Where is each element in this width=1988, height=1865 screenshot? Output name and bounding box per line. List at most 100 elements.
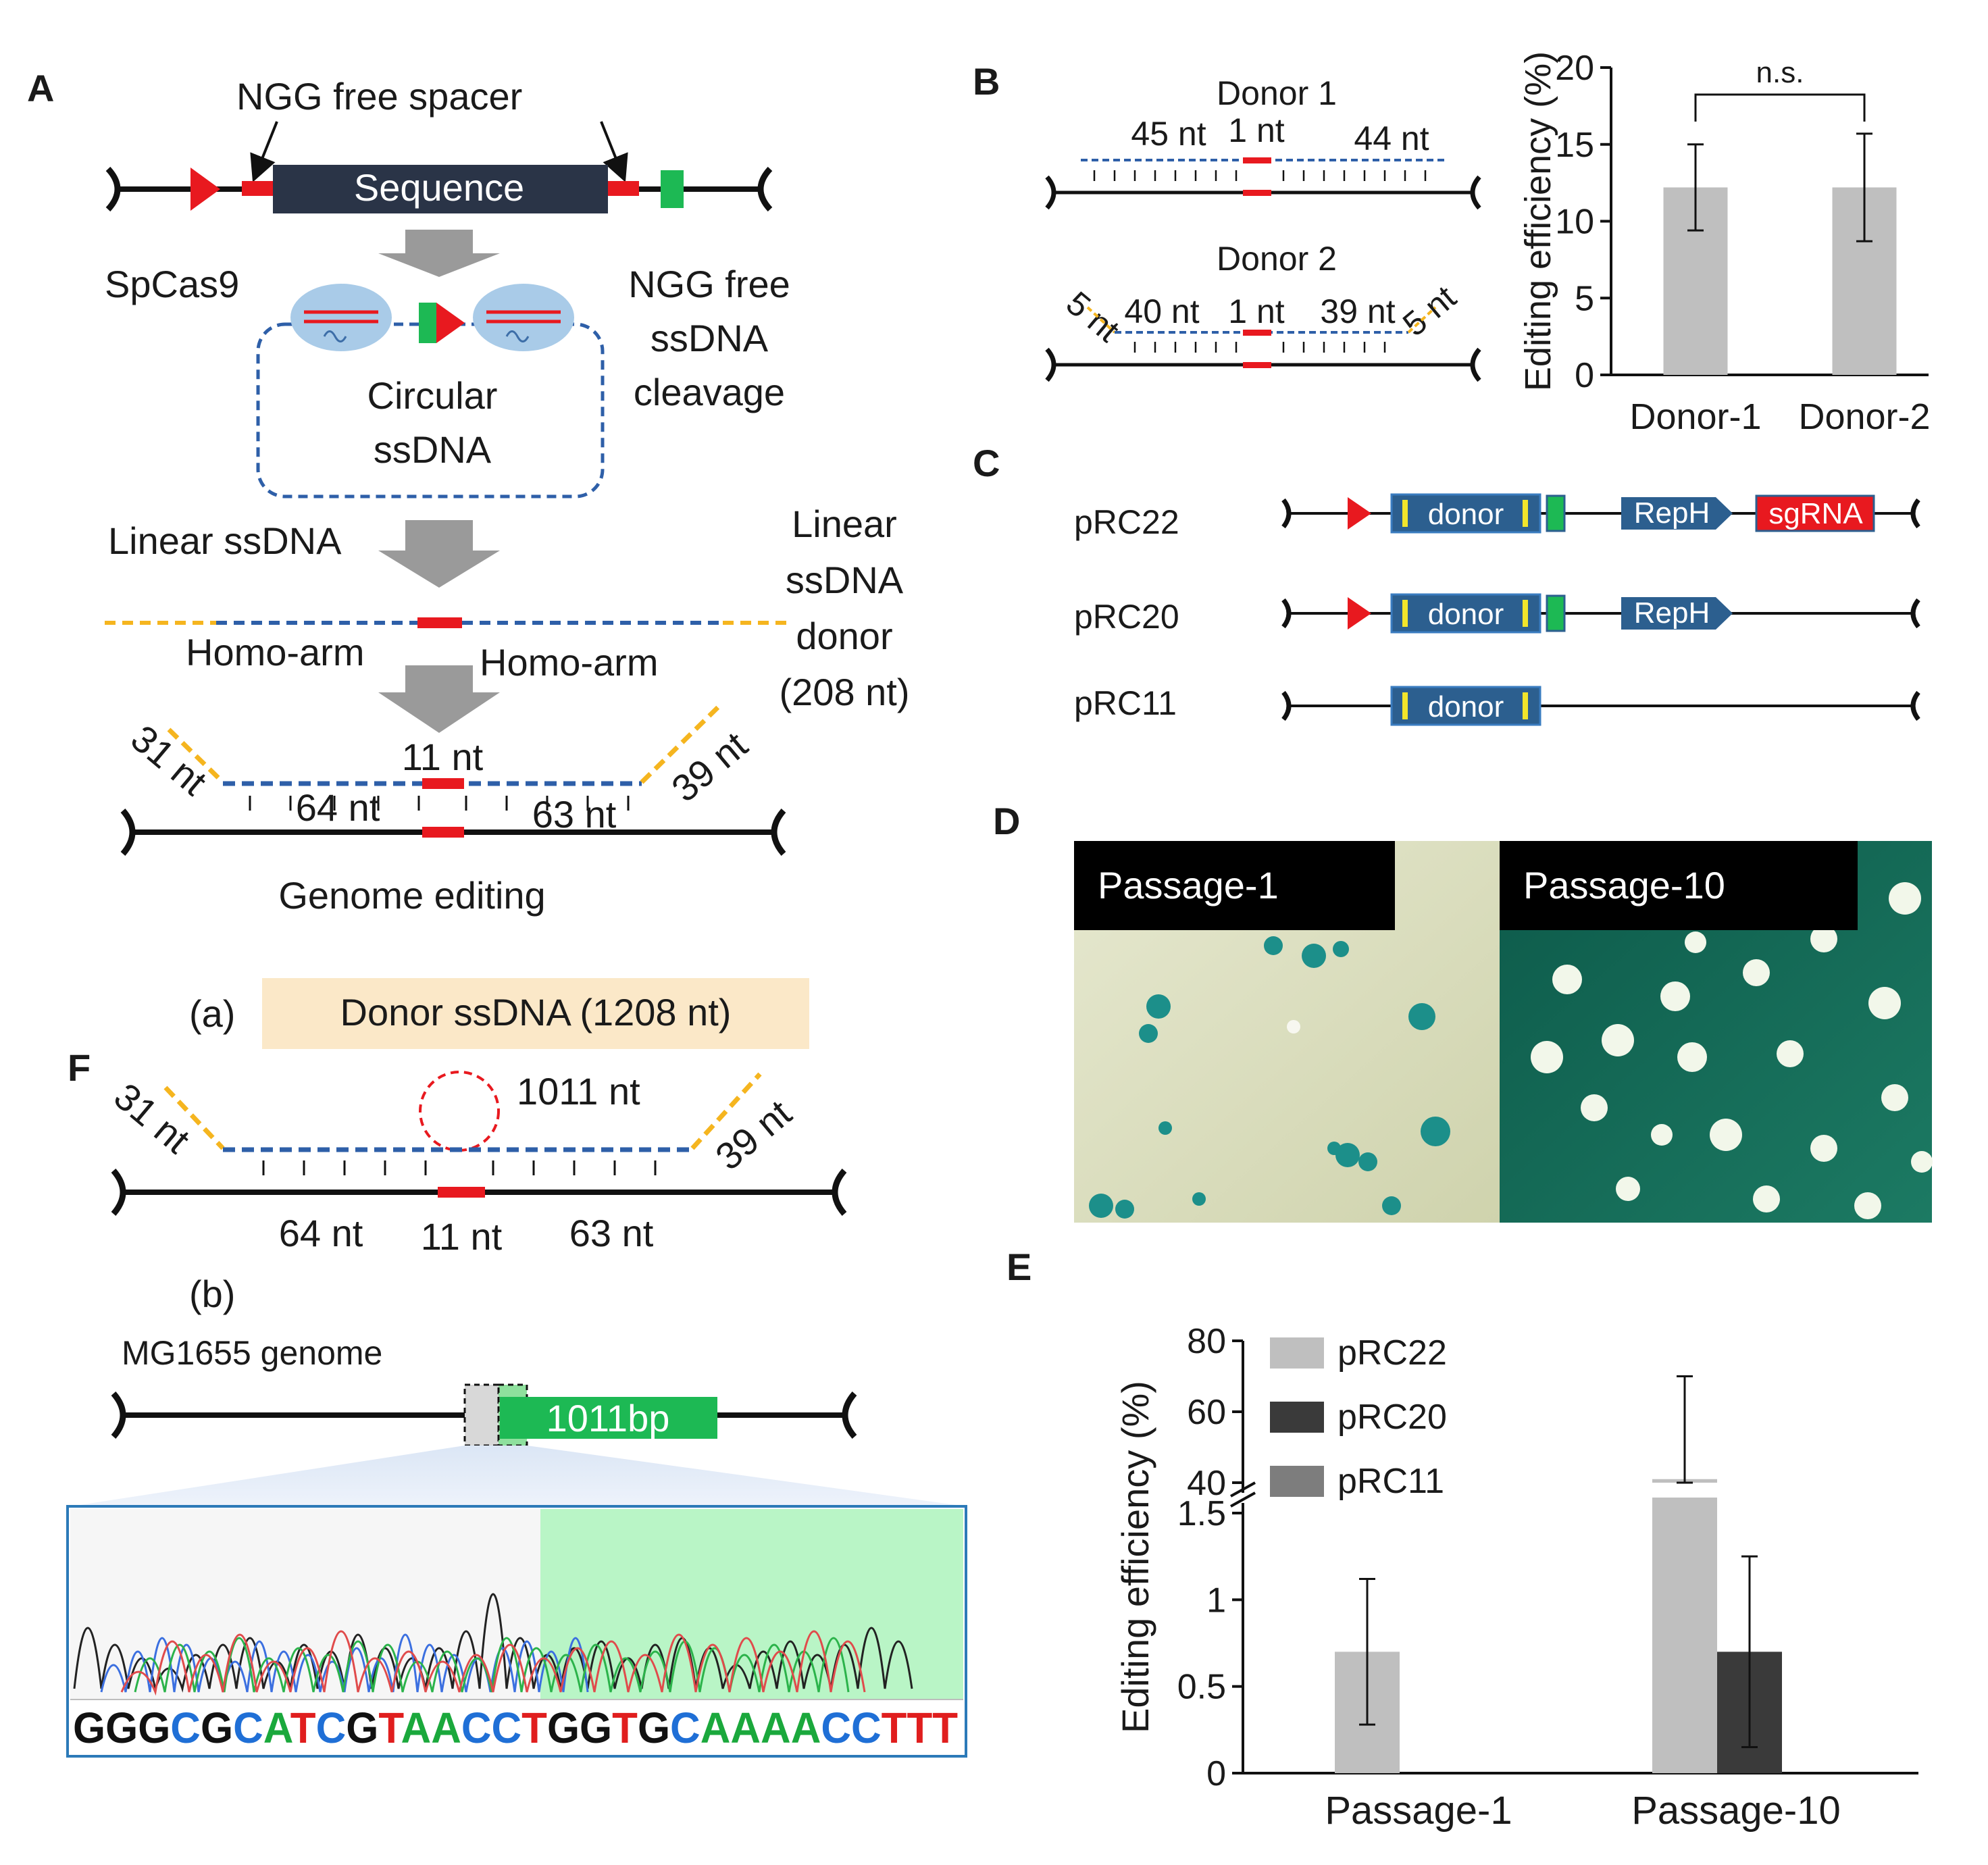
spcas9-label: SpCas9 (105, 263, 239, 305)
construct-name: pRC22 (1074, 503, 1179, 541)
sequence-base: A (401, 1704, 432, 1752)
ngg-free-line3: cleavage (634, 371, 785, 413)
loop-diagram (111, 1071, 847, 1216)
construct-prc11: pRC11 donor (1074, 684, 1920, 726)
loop-label: 1011 nt (517, 1070, 640, 1113)
end-bracket-left (105, 166, 121, 212)
sequence-base: T (612, 1704, 638, 1752)
sequence-base: G (138, 1704, 170, 1752)
reph-label: RepH (1634, 496, 1710, 530)
y-tick-label: 0.5 (1177, 1668, 1226, 1707)
sub-a-label: (a) (189, 992, 235, 1035)
significance-bracket (1694, 93, 1866, 122)
legend-label-prc20: pRC20 (1337, 1398, 1447, 1437)
sequence-read: GGGCGCATCGTAACCTGGTGCAAAACCTTT (73, 1704, 958, 1752)
x-tick-label: Passage-1 (1325, 1789, 1512, 1833)
process-arrow-2 (378, 520, 500, 588)
donor2-len-1: 1 nt (1228, 292, 1285, 330)
sequence-base: T (882, 1704, 907, 1752)
legend-label-prc22: pRC22 (1337, 1333, 1447, 1373)
donor1-len-right: 44 nt (1354, 120, 1429, 157)
sequence-base: A (761, 1704, 791, 1752)
ngg-free-line1: NGG free (628, 263, 790, 305)
linear-ssdna (105, 617, 790, 628)
f-len-39-label: 39 nt (707, 1092, 799, 1179)
sequence-base: T (378, 1704, 404, 1752)
reph-label: RepH (1634, 596, 1710, 630)
sequence-base: T (932, 1704, 958, 1752)
spacer-left (242, 181, 273, 196)
y-tick-label: 5 (1575, 279, 1594, 318)
passage-10-label: Passage-10 (1523, 864, 1725, 906)
construct-prc22: pRC22 donor RepH sgRNA (1074, 493, 1920, 541)
spacer-right (608, 181, 639, 196)
spacer-arrow-right (600, 121, 628, 182)
len-64-label: 64 nt (296, 786, 380, 829)
axis-break-mark (1230, 1481, 1256, 1498)
legend-swatch-prc22 (1270, 1337, 1324, 1369)
chromatogram-traces (73, 1593, 913, 1696)
donor-label: donor (1428, 498, 1504, 531)
y-tick-label: 40 (1187, 1464, 1226, 1503)
y-axis-title: Editing efficiency (%) (1114, 1381, 1156, 1733)
x-tick-label: Donor-2 (1798, 397, 1930, 437)
passage-1-label: Passage-1 (1098, 864, 1279, 906)
panel-d: D Passage-1 (993, 800, 1933, 1223)
sequence-base: A (263, 1704, 292, 1752)
legend-label-prc11: pRC11 (1337, 1462, 1444, 1501)
sequence-base: G (638, 1704, 670, 1752)
construct-name: pRC11 (1074, 684, 1177, 722)
donor1-len-left: 45 nt (1131, 115, 1206, 153)
panel-a: A NGG free spacer Sequence SpCas9 NGG fr… (27, 67, 910, 917)
sequence-base: G (346, 1704, 378, 1752)
plate-passage-10: Passage-10 (1500, 841, 1933, 1223)
sequence-base: T (521, 1704, 547, 1752)
x-tick-label: Donor-1 (1629, 397, 1761, 437)
genome-editing-diagram (120, 704, 786, 856)
panel-a-letter: A (27, 67, 54, 109)
len-11-label: 11 nt (402, 736, 484, 778)
donor2-len-39: 39 nt (1320, 292, 1395, 330)
sequence-base: G (201, 1704, 233, 1752)
chromatogram-panel: GGGCGCATCGTAACCTGGTGCAAAACCTTT (66, 1505, 967, 1758)
f-len-64-label: 64 nt (279, 1212, 363, 1254)
construct-name: pRC20 (1074, 598, 1179, 636)
y-tick-label: 60 (1187, 1393, 1226, 1432)
donor-label-line1: Linear (792, 503, 897, 545)
x-tick-label: Passage-10 (1631, 1789, 1841, 1833)
process-arrow-1 (378, 230, 500, 277)
significance-label: n.s. (1756, 56, 1804, 89)
sequence-base: G (547, 1704, 580, 1752)
sequence-base: G (73, 1704, 105, 1752)
sequence-base: C (461, 1704, 492, 1752)
y-tick-label: 0 (1575, 356, 1594, 395)
sequence-base: C (670, 1704, 700, 1752)
end-bracket-right (757, 166, 773, 212)
sequence-base: C (851, 1704, 882, 1752)
legend-swatch-prc11 (1270, 1466, 1324, 1497)
donor1-len-mid: 1 nt (1228, 111, 1285, 149)
sequence-base: G (105, 1704, 138, 1752)
sequence-base: T (290, 1704, 316, 1752)
panel-c: C pRC22 donor RepH sgRNA pRC20 (973, 442, 1920, 726)
green-marker (661, 170, 684, 208)
process-arrow-3 (378, 665, 500, 733)
y-tick-label: 20 (1555, 49, 1594, 88)
colonies-white (1531, 882, 1933, 1219)
donor-label: donor (1428, 598, 1504, 631)
insert-label: 1011bp (546, 1397, 670, 1439)
insert-highlight (540, 1509, 963, 1700)
panel-d-letter: D (993, 800, 1020, 842)
donor2-title: Donor 2 (1217, 240, 1337, 278)
y-axis-title: Editing efficiency (%) (1518, 51, 1558, 391)
sequence-base: A (431, 1704, 461, 1752)
sequence-block (273, 165, 608, 213)
y-tick-label: 10 (1555, 203, 1594, 242)
sequence-base: C (233, 1704, 263, 1752)
bar-prc22-lower (1652, 1493, 1717, 1773)
panel-b-diagrams: B Donor 1 45 nt 1 nt 44 nt Donor 2 5 (973, 60, 1481, 382)
construct-prc20: pRC20 donor RepH (1074, 593, 1920, 636)
sequence-base: T (907, 1704, 932, 1752)
